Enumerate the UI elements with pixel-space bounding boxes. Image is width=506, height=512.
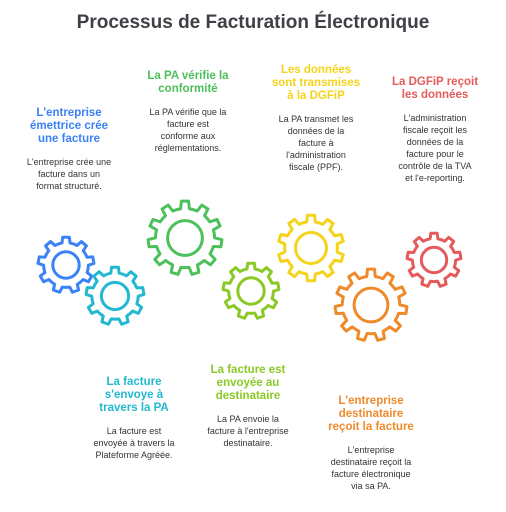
step-description-line: fiscale (PPF). bbox=[288, 162, 343, 172]
step-heading-line: Les données bbox=[280, 64, 352, 76]
step-heading-line: à la DGFiP bbox=[287, 90, 345, 102]
step-description-line: facture pour le bbox=[406, 149, 464, 159]
gear-hub bbox=[236, 276, 266, 306]
step-description-line: contrôle de la TVA bbox=[398, 161, 472, 171]
gear-hub bbox=[51, 250, 81, 280]
step-description-line: facture à bbox=[298, 138, 334, 148]
step-description-line: L'entreprise crée une bbox=[26, 157, 112, 167]
step-heading-line: destinataire bbox=[338, 408, 404, 420]
gear-body bbox=[146, 199, 224, 276]
step-description-line: format structuré. bbox=[36, 181, 102, 191]
step-heading-line: L'entreprise bbox=[36, 107, 102, 119]
gear-teal-icon bbox=[84, 265, 146, 326]
step-heading-line: émettrice crée bbox=[30, 120, 108, 132]
step-heading-line: La DGFiP reçoit bbox=[391, 76, 479, 88]
step-description-line: Plateforme Agréée. bbox=[95, 450, 173, 460]
gear-red-icon bbox=[405, 231, 463, 288]
step-description-line: réglementations. bbox=[154, 143, 222, 153]
gear-hub bbox=[419, 245, 449, 275]
gear-hub bbox=[294, 231, 328, 265]
step-description-line: envoyée à travers la bbox=[93, 438, 175, 448]
step-description-line: La facture est bbox=[106, 426, 162, 436]
step-heading-line: destinataire bbox=[215, 390, 281, 402]
step-heading-line: s'envoye à bbox=[104, 389, 164, 401]
step-heading-line: La facture bbox=[106, 376, 162, 388]
step-description: La facture est envoyée à travers la Platef… bbox=[74, 425, 194, 461]
step-heading-line: L'entreprise bbox=[338, 395, 404, 407]
step-description: La PA transmet les données de la facture à… bbox=[258, 113, 374, 173]
step-heading-line: La facture est bbox=[210, 364, 286, 376]
step-description-line: conforme aux bbox=[160, 131, 216, 141]
page-title: Processus de Facturation Électronique bbox=[76, 12, 430, 33]
step-heading-line: les données bbox=[401, 89, 469, 101]
gear-body bbox=[277, 213, 345, 283]
step-description-line: facture à l'entreprise bbox=[207, 426, 289, 436]
gear-body bbox=[36, 235, 96, 294]
gear-hub bbox=[166, 219, 204, 257]
step-description: La PA vérifie que la facture est conforme … bbox=[130, 106, 246, 154]
step-description-line: L'administration bbox=[403, 113, 467, 123]
gear-yellow-icon bbox=[277, 213, 345, 283]
step-description-line: facture dans un bbox=[37, 169, 101, 179]
step-heading-line: reçoit la facture bbox=[328, 421, 414, 433]
step-heading-line: travers la PA bbox=[99, 402, 169, 414]
step-description-line: destinataire. bbox=[223, 438, 273, 448]
gear-hub bbox=[352, 286, 390, 324]
step-description-line: données de la bbox=[287, 126, 345, 136]
step-description: La PA envoie la facture à l'entreprise des… bbox=[188, 413, 308, 449]
step-description-line: fiscale reçoit les bbox=[402, 125, 468, 135]
step-heading-line: conformité bbox=[158, 83, 218, 95]
gear-orange-icon bbox=[333, 267, 409, 342]
step-description-line: La PA vérifie que la bbox=[149, 107, 227, 117]
step-description: L'entreprise destinataire reçoit la factur… bbox=[306, 444, 436, 492]
step-description-line: destinataire reçoit la bbox=[330, 457, 412, 467]
gear-green-icon bbox=[146, 199, 224, 276]
gear-blue-icon bbox=[36, 235, 96, 294]
step-heading-line: La PA vérifie la bbox=[147, 70, 229, 82]
step-description-line: via sa PA. bbox=[351, 481, 391, 491]
step-description-line: La PA envoie la bbox=[217, 414, 279, 424]
step-description-line: L'entreprise bbox=[347, 445, 395, 455]
step-heading-line: sont transmises bbox=[271, 77, 361, 89]
step-description-line: facture électronique bbox=[331, 469, 411, 479]
step-description-line: et l'e-reporting. bbox=[405, 173, 465, 183]
step-description: L'entreprise crée une facture dans un form… bbox=[14, 156, 124, 192]
gear-body bbox=[333, 267, 409, 342]
gear-body bbox=[221, 261, 281, 320]
step-description-line: l'administration bbox=[286, 150, 346, 160]
step-description-line: La PA transmet les bbox=[278, 114, 354, 124]
gear-hub bbox=[99, 280, 131, 312]
step-description-line: facture est bbox=[166, 119, 210, 129]
gear-body bbox=[84, 265, 146, 326]
step-heading-line: une facture bbox=[38, 133, 100, 145]
step-description: L'administration fiscale reçoit les donnée… bbox=[373, 112, 497, 184]
gear-lime-icon bbox=[221, 261, 281, 320]
gear-body bbox=[405, 231, 463, 288]
step-heading-line: envoyée au bbox=[216, 377, 280, 389]
step-description-line: données de la bbox=[406, 137, 464, 147]
